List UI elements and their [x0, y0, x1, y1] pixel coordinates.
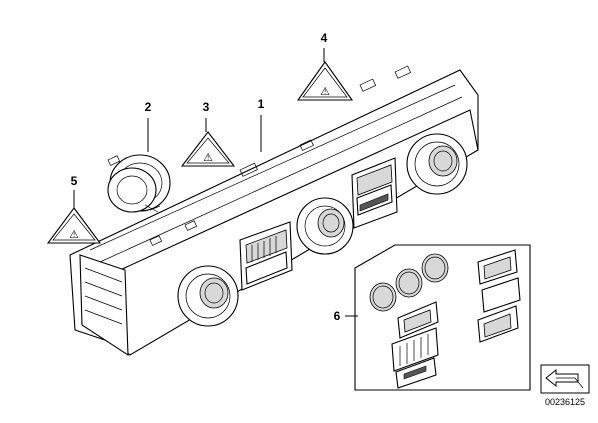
right-button-cluster: [351, 157, 398, 229]
warning-triangle-3: ⚠: [180, 131, 236, 167]
callout-3: 3: [203, 100, 210, 114]
callout-1: 1: [258, 97, 265, 111]
warning-symbol-icon: ⚠: [69, 228, 79, 241]
callout-6: 6: [334, 309, 341, 323]
ring-part: [107, 154, 171, 213]
center-knob: [296, 197, 354, 255]
left-knob: [177, 265, 239, 327]
direction-arrow-tail-icon: [556, 377, 584, 389]
reference-box: [540, 364, 590, 394]
right-knob: [406, 133, 468, 195]
callout-2: 2: [145, 100, 152, 114]
warning-triangle-4: ⚠: [296, 61, 354, 101]
warning-symbol-icon: ⚠: [320, 85, 330, 98]
callout-4: 4: [321, 31, 328, 45]
warning-symbol-icon: ⚠: [203, 151, 213, 164]
callout-5: 5: [71, 174, 78, 188]
left-button-cluster: [239, 221, 293, 291]
button-kit: [354, 244, 531, 391]
warning-triangle-5: ⚠: [46, 207, 102, 244]
reference-number: 00236125: [545, 397, 585, 407]
